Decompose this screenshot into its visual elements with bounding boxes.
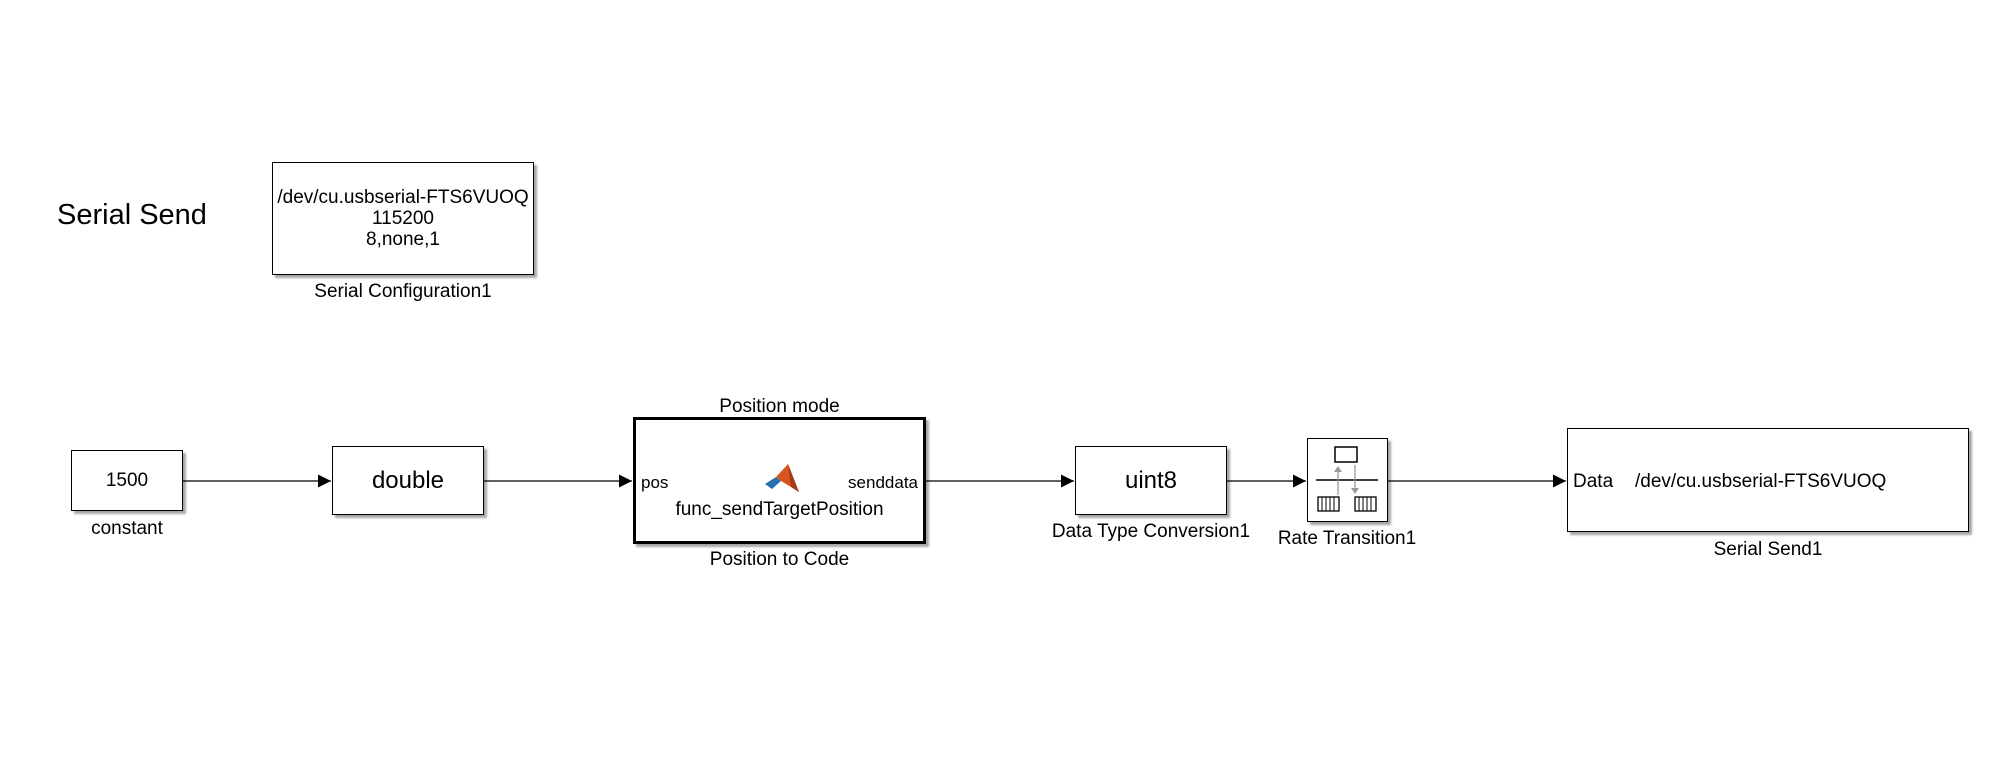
serial-config-port: /dev/cu.usbserial-FTS6VUOQ: [277, 187, 529, 208]
double-block-text: double: [371, 466, 445, 494]
serial-configuration-label: Serial Configuration1: [314, 281, 492, 302]
function-input-port: pos: [641, 473, 669, 492]
serial-configuration-block[interactable]: /dev/cu.usbserial-FTS6VUOQ 115200 8,none…: [272, 162, 534, 275]
rate-transition-icon: [1316, 446, 1378, 512]
serial-send-input-port: Data: [1573, 471, 1614, 492]
function-block-label: Position to Code: [709, 549, 850, 570]
constant-block[interactable]: 1500: [71, 450, 183, 511]
serial-config-format: 8,none,1: [366, 229, 440, 250]
serial-config-baud: 115200: [372, 208, 434, 229]
serial-send-port: /dev/cu.usbserial-FTS6VUOQ: [1635, 471, 1887, 492]
matlab-function-block[interactable]: pos senddata func_sendTargetPosition: [633, 417, 926, 544]
serial-send-label: Serial Send1: [1713, 539, 1823, 560]
rate-transition-block[interactable]: [1307, 438, 1388, 522]
matlab-logo-icon: [765, 464, 799, 492]
rate-transition-label: Rate Transition1: [1277, 528, 1417, 549]
function-top-label: Position mode: [719, 396, 840, 417]
function-name: func_sendTargetPosition: [675, 499, 884, 520]
data-type-conversion-block[interactable]: uint8: [1075, 446, 1227, 515]
constant-label: constant: [91, 518, 163, 539]
uint8-block-text: uint8: [1124, 466, 1178, 494]
serial-send-block[interactable]: Data /dev/cu.usbserial-FTS6VUOQ: [1567, 428, 1969, 532]
data-type-conversion-label: Data Type Conversion1: [1051, 521, 1251, 542]
double-conversion-block[interactable]: double: [332, 446, 484, 515]
model-title: Serial Send: [57, 199, 207, 231]
function-output-port: senddata: [848, 473, 918, 492]
constant-value: 1500: [105, 469, 149, 491]
